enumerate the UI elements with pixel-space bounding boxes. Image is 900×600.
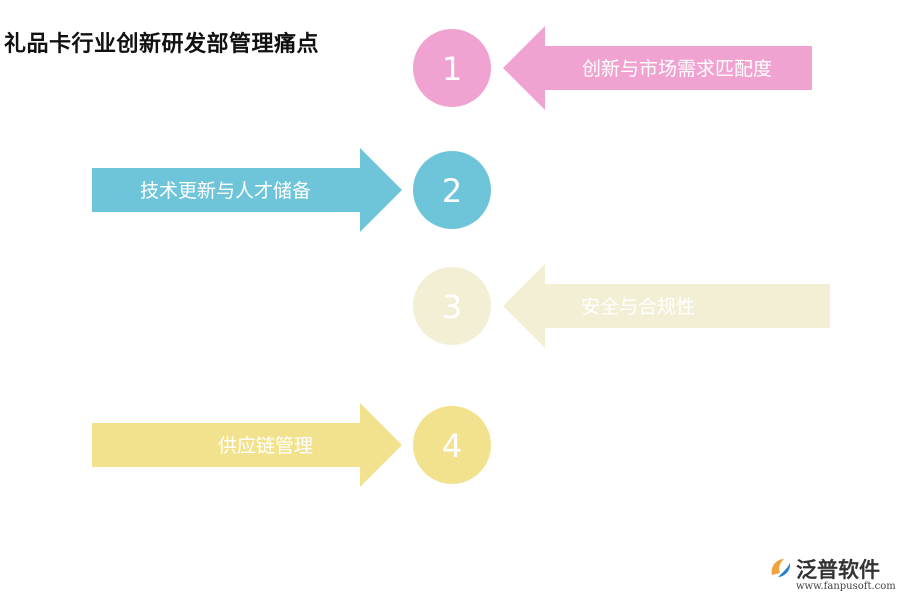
- step-circle: [413, 406, 491, 484]
- arrow-left: [503, 26, 812, 110]
- step-circle: [413, 151, 491, 229]
- arrow-label: 技术更新与人才储备: [140, 180, 311, 202]
- pain-point-2: 2 技术更新与人才储备: [92, 148, 491, 232]
- step-number: 4: [442, 427, 462, 465]
- step-circle: [413, 29, 491, 107]
- step-circle: [413, 267, 491, 345]
- arrow-left: [503, 264, 830, 348]
- step-number: 2: [442, 172, 462, 210]
- brand-logo: 泛普软件 www.fanpusoft.com: [768, 553, 896, 597]
- page-title: 礼品卡行业创新研发部管理痛点: [4, 32, 320, 57]
- pain-point-4: 4 供应链管理: [92, 403, 491, 487]
- step-number: 1: [442, 50, 462, 88]
- arrow-label: 供应链管理: [218, 435, 313, 457]
- arrow-label: 安全与合规性: [581, 296, 695, 318]
- logo-url: www.fanpusoft.com: [796, 581, 896, 592]
- arrow-label: 创新与市场需求匹配度: [582, 58, 772, 80]
- logo-name: 泛普软件: [796, 558, 880, 582]
- arrow-right: [92, 148, 402, 232]
- pain-point-3: 3 安全与合规性: [413, 264, 830, 348]
- pain-point-1: 1 创新与市场需求匹配度: [413, 26, 812, 110]
- fanpu-logo-icon: [771, 559, 791, 577]
- arrow-right: [92, 403, 402, 487]
- step-number: 3: [442, 288, 462, 326]
